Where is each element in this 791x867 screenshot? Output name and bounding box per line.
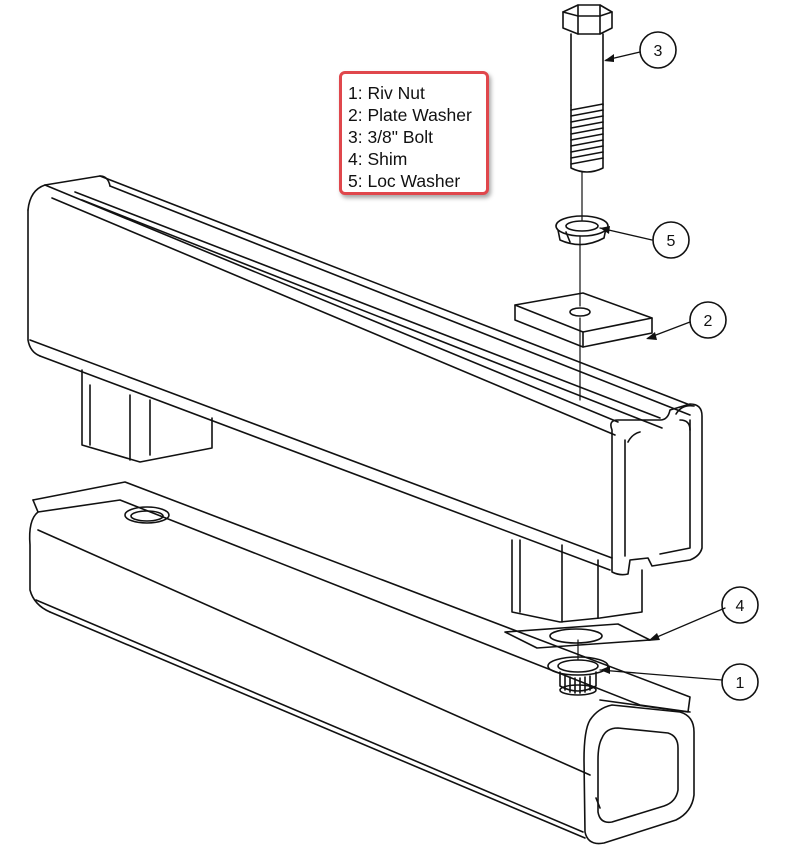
- callout-circle-1: [721, 663, 759, 701]
- callout-label-2: 2: [704, 313, 713, 330]
- callout-circle-2: [689, 301, 727, 339]
- callout-circle-5: [652, 221, 690, 259]
- left-support-block: [81, 369, 213, 463]
- plate-washer: [514, 292, 653, 348]
- legend-item-plate-washer: 2: Plate Washer: [348, 105, 472, 125]
- bolt: [562, 4, 613, 173]
- callout-circle-3: [639, 31, 677, 69]
- callout-circle-4: [721, 586, 759, 624]
- legend-item-loc-washer: 5: Loc Washer: [348, 171, 461, 191]
- top-plate: [32, 481, 691, 713]
- callout-label-1: 1: [736, 675, 745, 692]
- callout-label-5: 5: [667, 233, 676, 250]
- callout-leaders: [599, 51, 726, 681]
- legend-item-shim: 4: Shim: [348, 149, 408, 169]
- assembly-axis-line: [577, 171, 583, 661]
- callout-label-4: 4: [736, 598, 745, 615]
- parts-legend: 1: Riv Nut 2: Plate Washer 3: 3/8" Bolt …: [339, 71, 489, 195]
- right-support-block: [511, 539, 643, 623]
- strut-channel: [27, 175, 703, 576]
- callout-label-3: 3: [654, 43, 663, 60]
- legend-item-riv-nut: 1: Riv Nut: [348, 83, 425, 103]
- leader-arrowheads: [600, 54, 660, 674]
- legend-item-bolt: 3: 3/8" Bolt: [348, 127, 434, 147]
